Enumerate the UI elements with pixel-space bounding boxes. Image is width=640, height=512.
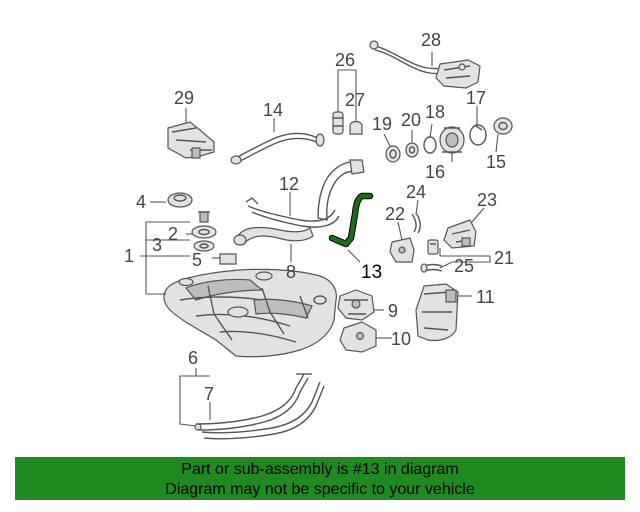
part-12-filler-neck[interactable]	[233, 159, 365, 246]
part-28-filler-pipe[interactable]	[369, 40, 481, 89]
part-7-tank-strap[interactable]	[194, 381, 325, 440]
callout-7: 7	[204, 384, 214, 404]
part-27-clamp[interactable]	[349, 120, 363, 135]
callout-26: 26	[335, 50, 355, 70]
part-11-protector[interactable]	[415, 283, 459, 342]
callout-25: 25	[454, 256, 474, 276]
part-19-ring[interactable]	[385, 145, 401, 163]
callout-10: 10	[391, 329, 411, 349]
part-25-hose[interactable]	[420, 263, 443, 273]
part-15-cap[interactable]	[493, 117, 513, 135]
callout-1: 1	[124, 246, 134, 266]
callout-6: 6	[188, 348, 198, 368]
callout-24: 24	[406, 182, 426, 202]
part-29-bracket[interactable]	[167, 121, 215, 159]
callout-11: 11	[476, 287, 495, 307]
banner-line-2: Diagram may not be specific to your vehi…	[165, 481, 475, 498]
part-4-cap[interactable]	[167, 192, 193, 208]
callout-14: 14	[263, 100, 283, 120]
callout-22: 22	[385, 204, 405, 224]
part-13-highlighted-pipe[interactable]	[328, 192, 374, 248]
callout-5: 5	[192, 250, 202, 270]
part-18-oring[interactable]	[423, 136, 437, 154]
callout-23: 23	[477, 190, 497, 210]
part-9-pump-bracket[interactable]	[337, 289, 375, 321]
callout-19: 19	[372, 114, 392, 134]
part-5-plate[interactable]	[219, 253, 237, 265]
info-banner: Part or sub-assembly is #13 in diagram D…	[15, 457, 625, 500]
callout-9: 9	[388, 301, 398, 321]
callout-3: 3	[152, 235, 162, 255]
callout-13: 13	[361, 262, 382, 283]
part-24-hose[interactable]	[411, 212, 421, 234]
callout-27: 27	[345, 90, 365, 110]
callout-8: 8	[286, 262, 296, 282]
banner-line-1: Part or sub-assembly is #13 in diagram	[181, 461, 459, 478]
callout-2: 2	[168, 224, 178, 244]
callout-21: 21	[494, 248, 514, 268]
part-22-bracket[interactable]	[389, 237, 415, 263]
part-6-tank-strap[interactable]	[195, 373, 312, 431]
part-screw[interactable]	[198, 211, 210, 223]
part-3-ring[interactable]	[193, 240, 215, 252]
callout-15: 15	[486, 152, 506, 172]
part-23-sender-unit[interactable]	[443, 219, 477, 249]
leader-lines	[140, 52, 499, 427]
callout-12: 12	[279, 174, 299, 194]
callout-16: 16	[425, 162, 445, 182]
part-1-fuel-tank[interactable]	[163, 268, 337, 358]
part-26-hose[interactable]	[332, 111, 344, 135]
callout-29: 29	[174, 88, 194, 108]
callout-28: 28	[421, 30, 441, 50]
part-20-ring[interactable]	[405, 142, 419, 158]
callout-4: 4	[136, 192, 146, 212]
part-10-bracket[interactable]	[339, 321, 377, 353]
callout-labels: 28 26 27 29 14 19 20 18 17 16 15 12 8 13…	[124, 30, 514, 404]
callout-17: 17	[466, 88, 486, 108]
part-21-pump-assembly[interactable]	[427, 239, 439, 255]
callout-20: 20	[401, 110, 421, 130]
part-14-vent-tube[interactable]	[230, 132, 325, 165]
fuel-tank-parts-diagram: 28 26 27 29 14 19 20 18 17 16 15 12 8 13…	[124, 30, 514, 440]
part-17-retainer-ring[interactable]	[469, 124, 487, 146]
part-2-gasket[interactable]	[191, 225, 217, 239]
callout-18: 18	[425, 102, 445, 122]
part-16-pump-cover[interactable]	[439, 126, 465, 154]
